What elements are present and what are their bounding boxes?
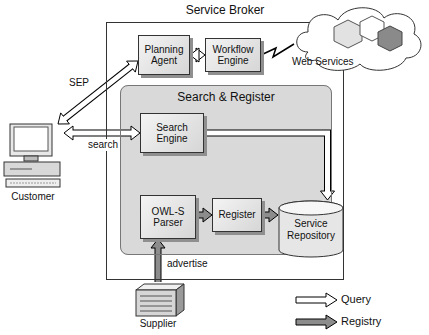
node-label: Supplier <box>118 318 198 330</box>
frame-title: Service Broker <box>107 4 343 18</box>
database-cylinder: Service Repository <box>278 200 344 258</box>
legend-text: Registry <box>341 315 381 328</box>
flow-arrow <box>151 239 165 282</box>
computer-icon: Customer <box>2 122 64 207</box>
legend-query-sample <box>296 293 337 307</box>
flow-arrow <box>204 133 335 200</box>
node-label: Customer <box>2 191 64 203</box>
process-box: Search Engine <box>140 113 204 153</box>
flow-arrow <box>196 208 212 222</box>
flow-arrow <box>58 61 138 124</box>
node-label: Planning Agent <box>142 44 186 67</box>
legend-registry-sample <box>296 315 337 329</box>
process-box: OWL-S Parser <box>140 195 196 239</box>
cloud-shape: Web Services <box>288 2 426 76</box>
flow-arrow <box>262 208 278 222</box>
edge-label: search <box>87 139 119 151</box>
node-label: Web Services <box>292 56 426 68</box>
edge-label: SEP <box>68 77 90 89</box>
link-line <box>261 44 294 57</box>
flow-arrow <box>190 48 205 62</box>
flow-arrow <box>64 126 140 140</box>
node-label: Service Repository <box>281 218 341 241</box>
server-icon: Supplier <box>118 282 198 332</box>
process-box: Workflow Engine <box>205 38 261 72</box>
node-label: Register <box>218 209 255 221</box>
process-box: Planning Agent <box>138 35 190 75</box>
edge-label: advertise <box>166 258 209 270</box>
node-label: Search Engine <box>144 122 200 145</box>
node-label: Workflow Engine <box>209 44 257 67</box>
legend-text: Query <box>341 293 371 306</box>
group-heading: Search & Register <box>121 86 331 105</box>
process-box: Register <box>212 198 262 232</box>
node-label: OWL-S Parser <box>144 206 192 229</box>
